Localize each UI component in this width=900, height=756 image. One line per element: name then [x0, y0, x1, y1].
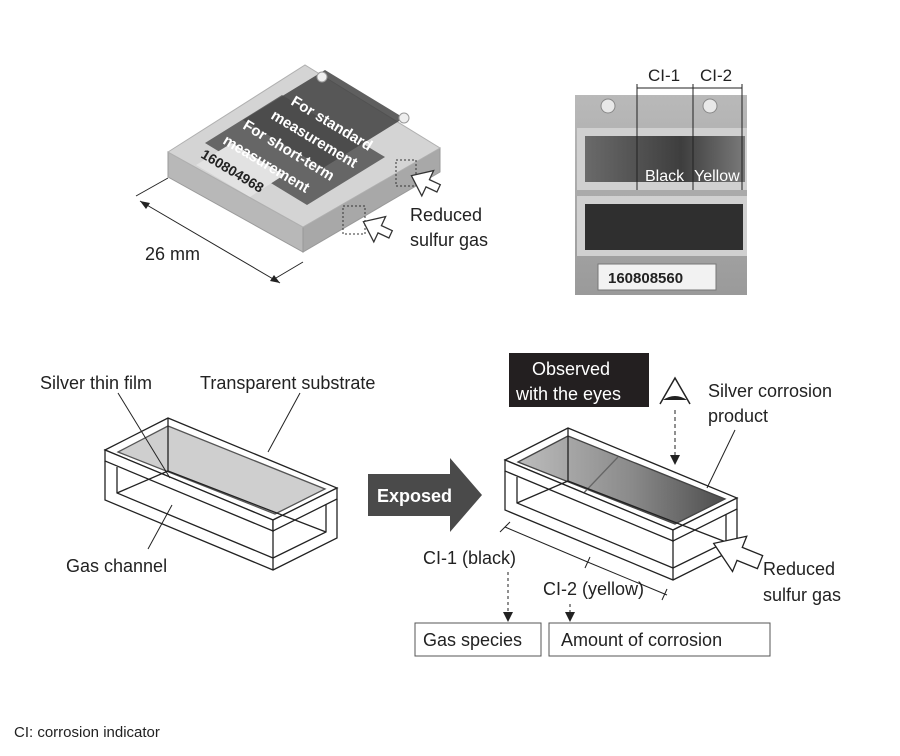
exposed-arrow: [368, 458, 482, 532]
gas-species-box: [414, 622, 542, 657]
gas-inlet-arrow-upper: [410, 169, 442, 198]
reduced-gas-label-top-2: sulfur gas: [410, 230, 488, 250]
gas-species-label: Gas species: [423, 630, 522, 650]
gas-channel-label: Gas channel: [66, 556, 167, 576]
exposed-label: Exposed: [377, 486, 452, 506]
schematic-before: [103, 417, 339, 571]
gas-inlet-arrow-bottom: [712, 535, 764, 573]
amount-box: [548, 622, 771, 657]
schematic-after: [503, 427, 739, 581]
schematic-before-leaders: [117, 392, 301, 550]
corrosion-product-label-2: product: [708, 406, 768, 426]
observed-label-1: Observed: [532, 359, 610, 379]
corrosion-product-label-1: Silver corrosion: [708, 381, 832, 401]
view-arrowhead: [670, 455, 680, 465]
ci1-black-label: CI-1 (black): [423, 548, 516, 568]
substrate-label: Transparent substrate: [200, 373, 375, 393]
ci-bracket: [636, 84, 743, 190]
dimension-label: 26 mm: [145, 244, 200, 264]
ci-range-lines: [499, 521, 668, 601]
gas-inlet-arrow-lower: [362, 215, 394, 244]
reduced-gas-label-top-1: Reduced: [410, 205, 482, 225]
product-leader: [706, 429, 736, 489]
silver-film-label: Silver thin film: [40, 373, 152, 393]
ci2-yellow-label: CI-2 (yellow): [543, 579, 644, 599]
closeup-photo: [575, 95, 747, 295]
reduced-gas-label-bottom-1: Reduced: [763, 559, 835, 579]
eye-icon: [659, 376, 691, 405]
yellow-label: Yellow: [694, 168, 740, 185]
ci2-label-photo: CI-2: [700, 66, 732, 85]
closeup-serial-number: 160808560: [608, 270, 683, 287]
sensor-chip-photo: [167, 64, 441, 253]
ci1-label-photo: CI-1: [648, 66, 680, 85]
observed-label-box: [509, 353, 649, 407]
dimension-line: [135, 177, 304, 284]
black-label: Black: [645, 168, 685, 185]
observed-label-2: with the eyes: [515, 384, 621, 404]
reduced-gas-label-bottom-2: sulfur gas: [763, 585, 841, 605]
amount-label: Amount of corrosion: [561, 630, 722, 650]
amount-arrowhead: [565, 612, 575, 622]
footnote: CI: corrosion indicator: [14, 724, 160, 741]
gas-species-arrowhead: [503, 612, 513, 622]
